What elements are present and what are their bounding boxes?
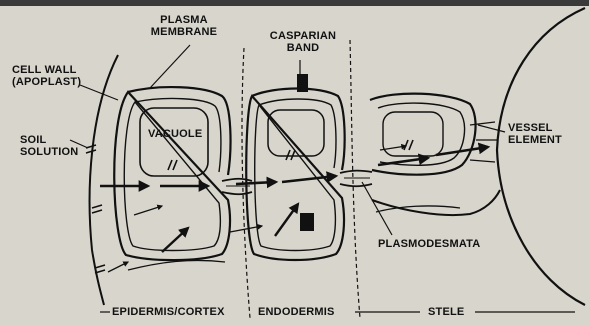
top-edge <box>0 0 589 6</box>
stele-label: STELE <box>428 306 464 318</box>
plasma-membrane-label-line2: MEMBRANE <box>138 26 230 38</box>
soil-solution-label: SOIL SOLUTION <box>20 134 78 158</box>
vessel-element-label: VESSEL ELEMENT <box>508 122 562 146</box>
epidermis-cortex-label: EPIDERMIS/CORTEX <box>112 306 225 318</box>
casparian-band-label-line2: BAND <box>258 42 348 54</box>
cell-wall-label: CELL WALL (APOPLAST) <box>12 64 81 88</box>
casparian-band-bottom <box>300 213 314 231</box>
endodermis-label: ENDODERMIS <box>258 306 335 318</box>
vessel-element-label-line2: ELEMENT <box>508 134 562 146</box>
vessel-element-label-line1: VESSEL <box>508 122 562 134</box>
soil-solution-label-line1: SOIL <box>20 134 78 146</box>
plasmodesmata-label: PLASMODESMATA <box>378 238 480 250</box>
casparian-band-label: CASPARIAN BAND <box>258 30 348 54</box>
casparian-band-top <box>297 74 308 92</box>
cell-wall-label-line2: (APOPLAST) <box>12 76 81 88</box>
plasma-membrane-label: PLASMA MEMBRANE <box>138 14 230 38</box>
soil-solution-label-line2: SOLUTION <box>20 146 78 158</box>
vacuole-label: VACUOLE <box>148 128 202 140</box>
casparian-band-label-line1: CASPARIAN <box>258 30 348 42</box>
plasma-membrane-label-line1: PLASMA <box>138 14 230 26</box>
cell-wall-label-line1: CELL WALL <box>12 64 81 76</box>
